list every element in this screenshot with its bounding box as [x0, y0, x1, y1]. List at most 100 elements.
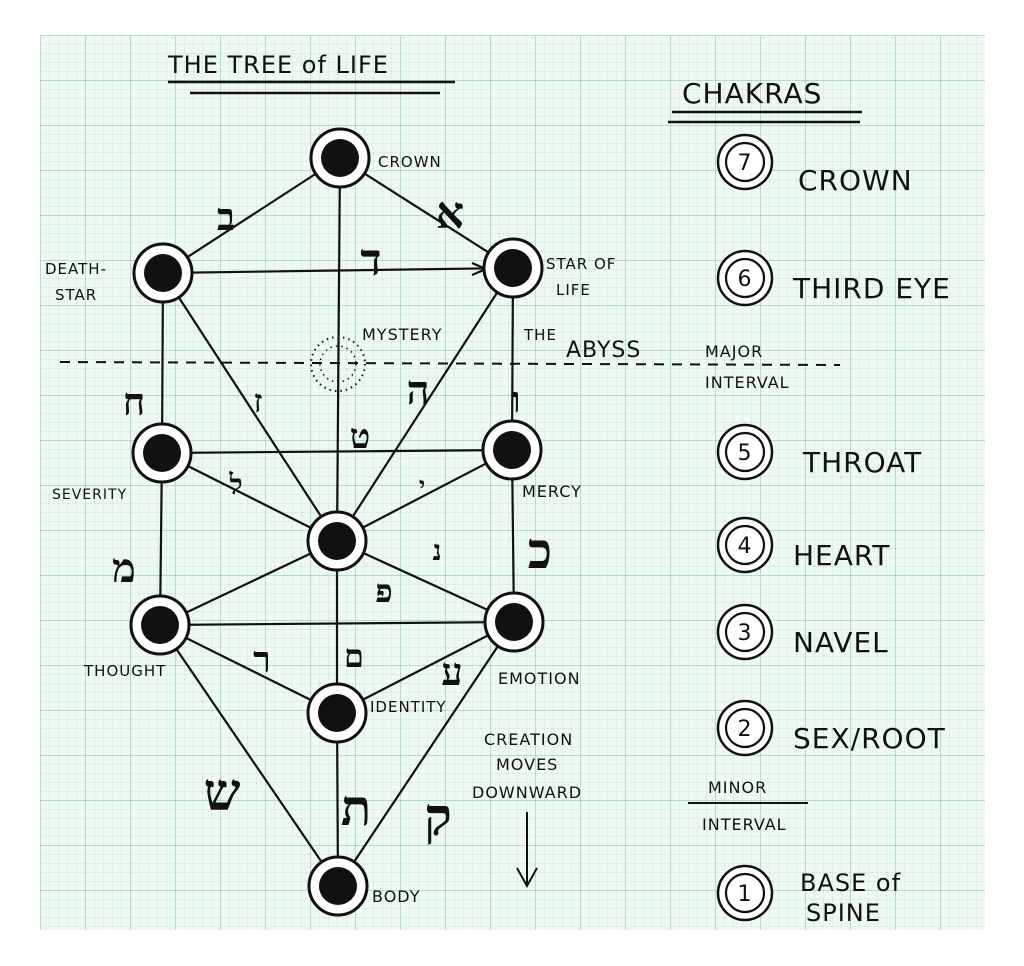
- hebrew-letter-emotion-identity: ע: [441, 649, 463, 694]
- sephira-thought: [129, 594, 191, 656]
- chakra-ring-inner: [724, 431, 766, 473]
- hebrew-letter-crown-center: ד: [360, 235, 381, 286]
- label-emotion: EMOTION: [498, 669, 581, 688]
- sephirot: [129, 127, 545, 917]
- chakra-number: 1: [738, 882, 753, 907]
- mystery-label: MYSTERY: [362, 325, 442, 344]
- sephira-dot: [318, 522, 356, 560]
- page-title: THE TREE of LIFE: [167, 51, 389, 79]
- path-center-thought: [159, 540, 338, 626]
- chakra-6: 6 THIRD EYE: [716, 249, 951, 307]
- label-staroflife-2: LIFE: [556, 281, 591, 299]
- path-thought-identity: [159, 624, 338, 714]
- path-severity-center: [161, 452, 338, 542]
- sephira-crown: [309, 127, 371, 189]
- path-thought-body: [159, 624, 339, 887]
- creation-note-1: CREATION: [484, 730, 573, 749]
- abyss-line: [59, 361, 841, 366]
- sephira-dot: [319, 867, 357, 905]
- creation-note-2: MOVES: [496, 755, 558, 774]
- hebrew-letter-severity-thought: מ: [112, 545, 136, 592]
- sephira-emotion: [483, 591, 545, 653]
- hebrew-letter-severity-center: ל: [228, 468, 242, 501]
- hebrew-letter-deathstar-center: ז: [254, 382, 263, 420]
- sephira-severity: [131, 422, 193, 484]
- chakra-ring-inner: [724, 524, 766, 566]
- chakra-3: 3 NAVEL: [716, 603, 889, 661]
- label-thought: THOUGHT: [83, 662, 166, 680]
- hebrew-letter-deathstar-severity: ח: [123, 379, 146, 424]
- path-staroflife-center: [336, 267, 514, 542]
- path-emotion-body: [337, 621, 515, 887]
- sephira-dot: [141, 606, 179, 644]
- hebrew-letter-emotion-body: ק: [424, 787, 452, 848]
- sephira-deathstar: [132, 242, 194, 304]
- label-body: BODY: [372, 887, 421, 906]
- chakra-name: THROAT: [802, 446, 922, 479]
- chakra-ring-inner: [724, 707, 766, 749]
- hebrew-letter-crown-staroflife: א: [436, 188, 464, 239]
- label-deathstar-2: STAR: [55, 286, 97, 304]
- chakra-ring-inner: [724, 611, 766, 653]
- sephira-dot: [318, 694, 356, 732]
- path-emotion-identity: [336, 621, 515, 714]
- sephira-dot: [143, 434, 181, 472]
- sephira-dot: [495, 603, 533, 641]
- sephira-dot: [144, 254, 182, 292]
- chakra-name: SEX/ROOT: [793, 722, 946, 755]
- minor-interval-label-2: INTERVAL: [702, 815, 787, 834]
- hebrew-letter-thought-emotion: פ: [375, 572, 392, 610]
- path-deathstar-staroflife: [162, 266, 514, 275]
- path-deathstar-center: [162, 272, 338, 542]
- chakra-5: 5 THROAT: [716, 423, 922, 481]
- chakra-ring-inner: [724, 257, 766, 299]
- chakra-name: THIRD EYE: [792, 272, 951, 305]
- chakra-ring-inner: [724, 141, 766, 183]
- hebrew-letter-mercy-center: י: [419, 471, 425, 500]
- major-interval-label-1: MAJOR: [705, 342, 763, 361]
- chakra-name-line2: SPINE: [806, 899, 881, 927]
- sephira-dot: [321, 139, 359, 177]
- label-deathstar-1: DEATH-: [45, 260, 107, 278]
- sephira-body: [307, 855, 369, 917]
- chakra-number: 2: [738, 717, 753, 742]
- sephira-dot: [493, 431, 531, 469]
- hebrew-letter-crown-deathstar: ב: [217, 194, 235, 239]
- chakra-number: 4: [738, 534, 753, 559]
- hebrew-letter-center-identity: ם: [344, 637, 364, 675]
- sephira-center: [306, 510, 368, 572]
- label-staroflife-1: STAR OF: [546, 255, 616, 273]
- creation-note-3: DOWNWARD: [472, 783, 582, 802]
- sephira-mercy: [481, 419, 543, 481]
- path-crown-center: [335, 157, 342, 542]
- label-crown: CROWN: [378, 153, 442, 171]
- chakra-4: 4 HEART: [716, 516, 890, 574]
- chakra-name: NAVEL: [793, 626, 889, 659]
- hebrew-letter-thought-identity: ר: [253, 639, 271, 681]
- path-crown-staroflife: [339, 157, 514, 269]
- chakra-name: HEART: [793, 539, 890, 572]
- mystery-dotted-inner: [319, 345, 357, 383]
- hebrew-letter-mercy-emotion: כ: [528, 521, 552, 580]
- chakra-number: 6: [738, 267, 753, 292]
- sephira-dot: [494, 249, 532, 287]
- chakra-number: 3: [738, 621, 753, 646]
- chakra-number: 7: [738, 151, 753, 176]
- path-center-emotion: [336, 539, 515, 624]
- hebrew-letter-severity-mercy: ט: [350, 417, 371, 457]
- sephira-staroflife: [482, 237, 544, 299]
- chakra-name: CROWN: [798, 164, 913, 197]
- chakra-name-line1: BASE of: [800, 869, 901, 897]
- abyss-label: ABYSS: [566, 338, 641, 363]
- chakra-number: 5: [738, 441, 753, 466]
- chakra-2: 2 SEX/ROOT: [716, 699, 946, 757]
- hebrew-letter-thought-body: ש: [204, 762, 241, 823]
- down-arrow-head: [516, 867, 538, 889]
- major-interval-label-2: INTERVAL: [705, 373, 790, 392]
- mystery-dotted-circle: [310, 336, 366, 392]
- tree-paths: [158, 157, 516, 887]
